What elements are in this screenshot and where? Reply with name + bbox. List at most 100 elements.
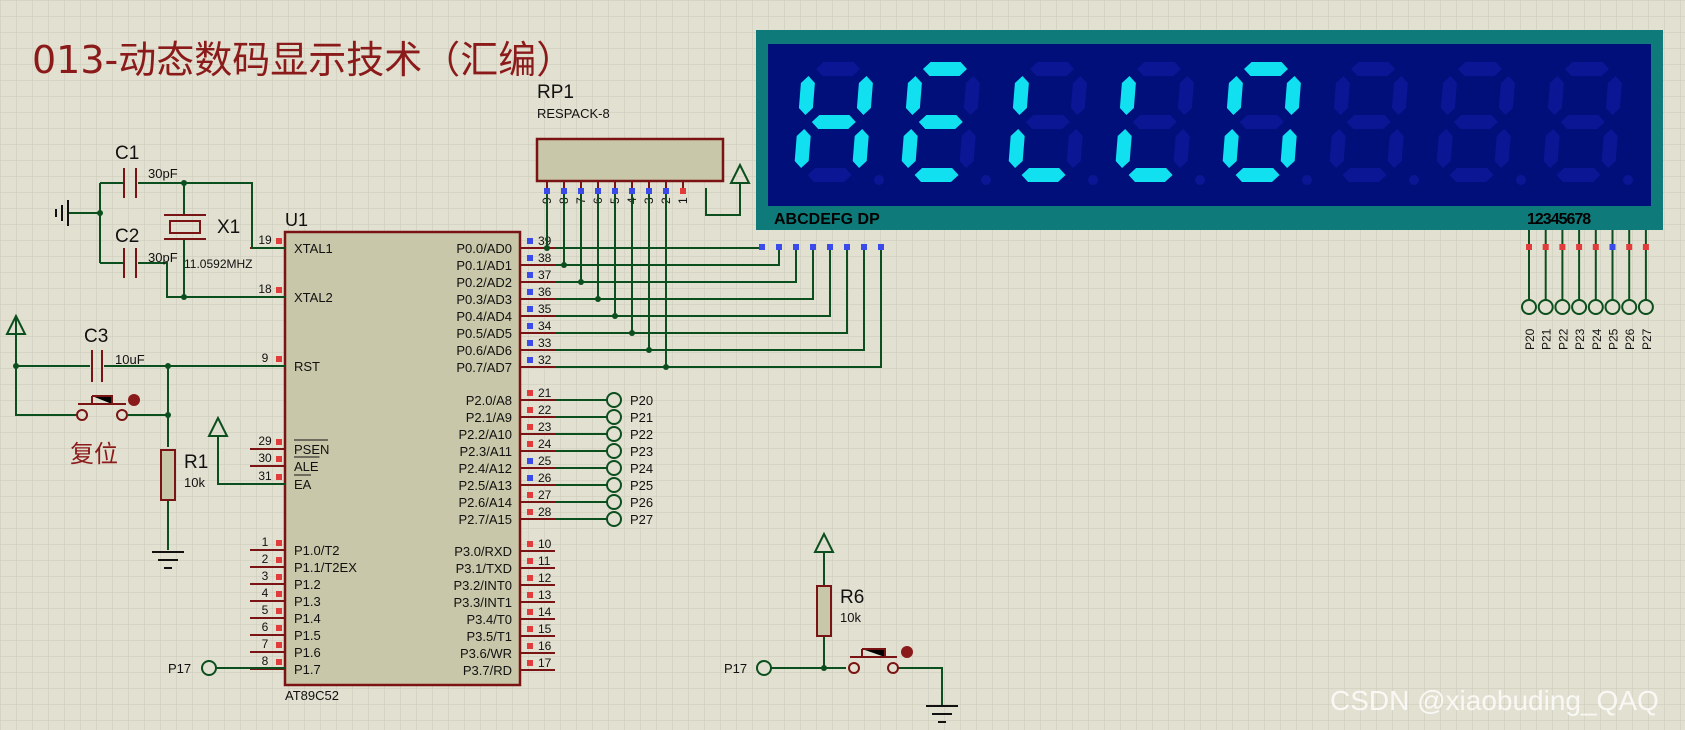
p2-terminal-label: P25 [630, 478, 653, 493]
segment-g [1239, 115, 1284, 129]
digit-net-label: P27 [1640, 328, 1654, 350]
digit-net-terminal[interactable] [1587, 299, 1604, 315]
segment-a [1351, 62, 1395, 76]
display-digit-2 [901, 62, 991, 185]
digit-net-terminal[interactable] [1621, 299, 1638, 315]
segment-g [1132, 115, 1177, 129]
p2-terminal[interactable] [606, 460, 622, 476]
segment-dp [1302, 175, 1312, 185]
mcu-pin-number: 37 [538, 268, 552, 282]
segment-g [1560, 115, 1605, 129]
mcu-pin-number: 35 [538, 302, 552, 316]
digit-net-terminal[interactable] [1571, 299, 1588, 315]
reset-button[interactable] [78, 395, 126, 405]
segment-d [1342, 168, 1387, 182]
p17-key-indicator[interactable] [901, 646, 913, 658]
mcu-pin-name: P1.4 [294, 611, 321, 626]
mcu-pin-name: P0.1/AD1 [456, 258, 512, 273]
segment-e [1543, 129, 1560, 168]
digit-net-terminal[interactable] [1537, 299, 1554, 315]
rp1-body[interactable] [535, 137, 725, 183]
segment-b [856, 76, 873, 115]
mcu-pin-name: P0.0/AD0 [456, 241, 512, 256]
digit-net-label: P24 [1590, 328, 1604, 350]
p0-bus-wires [544, 194, 884, 370]
p17-key-button[interactable] [850, 648, 897, 658]
segment-b [1070, 76, 1087, 115]
segment-c [1280, 129, 1297, 168]
p2-terminal[interactable] [606, 511, 622, 527]
oscillator-circuit: C1 30pF C2 30pF X1 11.0592MHZ [55, 143, 285, 300]
segment-b [1284, 76, 1301, 115]
mcu-pin-number: 18 [258, 282, 272, 296]
r6-resistor[interactable] [816, 585, 832, 637]
mcu-pin-name: P2.2/A10 [459, 427, 513, 442]
mcu-pin-name: P1.2 [294, 577, 321, 592]
r6-value: 10k [840, 610, 861, 625]
p17-label-left: P17 [168, 661, 191, 676]
segment-e [794, 129, 811, 168]
mcu-model: AT89C52 [285, 688, 339, 703]
r1-ref: R1 [184, 452, 208, 473]
mcu-pin-number: 16 [538, 639, 552, 653]
digit-net-terminal[interactable] [1604, 299, 1621, 315]
mcu-pin-name: P2.4/A12 [459, 461, 513, 476]
digit-net-label: P25 [1607, 328, 1621, 350]
segment-a [1244, 62, 1288, 76]
mcu-u1[interactable]: U1 AT89C52 19XTAL118XTAL29RST29PSEN30ALE… [250, 210, 555, 703]
mcu-pin-name: P0.3/AD3 [456, 292, 512, 307]
display-digit-4 [1115, 62, 1205, 185]
digit-net-terminal[interactable] [1554, 299, 1571, 315]
c1-capacitor[interactable] [123, 168, 137, 198]
mcu-pin-name: P0.7/AD7 [456, 360, 512, 375]
r1-value: 10k [184, 475, 205, 490]
p2-terminal-label: P23 [630, 444, 653, 459]
rp1-common-wire [705, 183, 741, 216]
r1-resistor[interactable] [160, 449, 176, 501]
segment-a [1565, 62, 1609, 76]
ea-wire [217, 436, 285, 485]
c2-wire [100, 262, 285, 298]
p2-terminal[interactable] [606, 477, 622, 493]
mcu-pin-name: P3.3/INT1 [453, 595, 512, 610]
mcu-pin-number: 25 [538, 454, 552, 468]
segment-e [901, 129, 918, 168]
rp1-pin-number: 1 [676, 197, 690, 204]
c1-wire [100, 182, 285, 249]
p2-terminal-label: P27 [630, 512, 653, 527]
mcu-pin-number: 23 [538, 420, 552, 434]
segment-g [1346, 115, 1391, 129]
p2-terminal-label: P26 [630, 495, 653, 510]
mcu-pin-name: P1.3 [294, 594, 321, 609]
reset-button-indicator[interactable] [128, 394, 140, 406]
segment-f [905, 76, 922, 115]
display-digits [794, 62, 1633, 185]
c3-capacitor[interactable] [91, 350, 103, 382]
digit-net-label: P21 [1540, 328, 1554, 350]
p2-terminal[interactable] [606, 392, 622, 408]
segment-e [1329, 129, 1346, 168]
digit-net-label: P22 [1556, 328, 1570, 350]
display-digit-8 [1543, 62, 1633, 185]
mcu-body[interactable] [283, 230, 522, 687]
p2-terminal[interactable] [606, 494, 622, 510]
p2-terminal[interactable] [606, 426, 622, 442]
segment-a [1137, 62, 1181, 76]
c2-capacitor[interactable] [123, 248, 137, 278]
p2-terminal-label: P21 [630, 410, 653, 425]
p2-terminal[interactable] [606, 409, 622, 425]
segment-e [1115, 129, 1132, 168]
x1-crystal[interactable] [169, 220, 201, 234]
c2-ref: C2 [115, 226, 139, 247]
digit-net-terminal[interactable] [1637, 299, 1654, 315]
segment-f [1226, 76, 1243, 115]
digit-net-terminal[interactable] [1521, 299, 1537, 315]
ground-symbol [55, 200, 69, 226]
segment-d [1128, 168, 1173, 182]
mcu-pin-number: 7 [262, 637, 269, 651]
p2-terminal[interactable] [606, 443, 622, 459]
mcu-pin-name: P1.7 [294, 662, 321, 677]
display-digit-6 [1329, 62, 1419, 185]
mcu-pin-name: PSEN [294, 442, 329, 457]
segment-labels: ABCDEFG DP [774, 211, 880, 228]
